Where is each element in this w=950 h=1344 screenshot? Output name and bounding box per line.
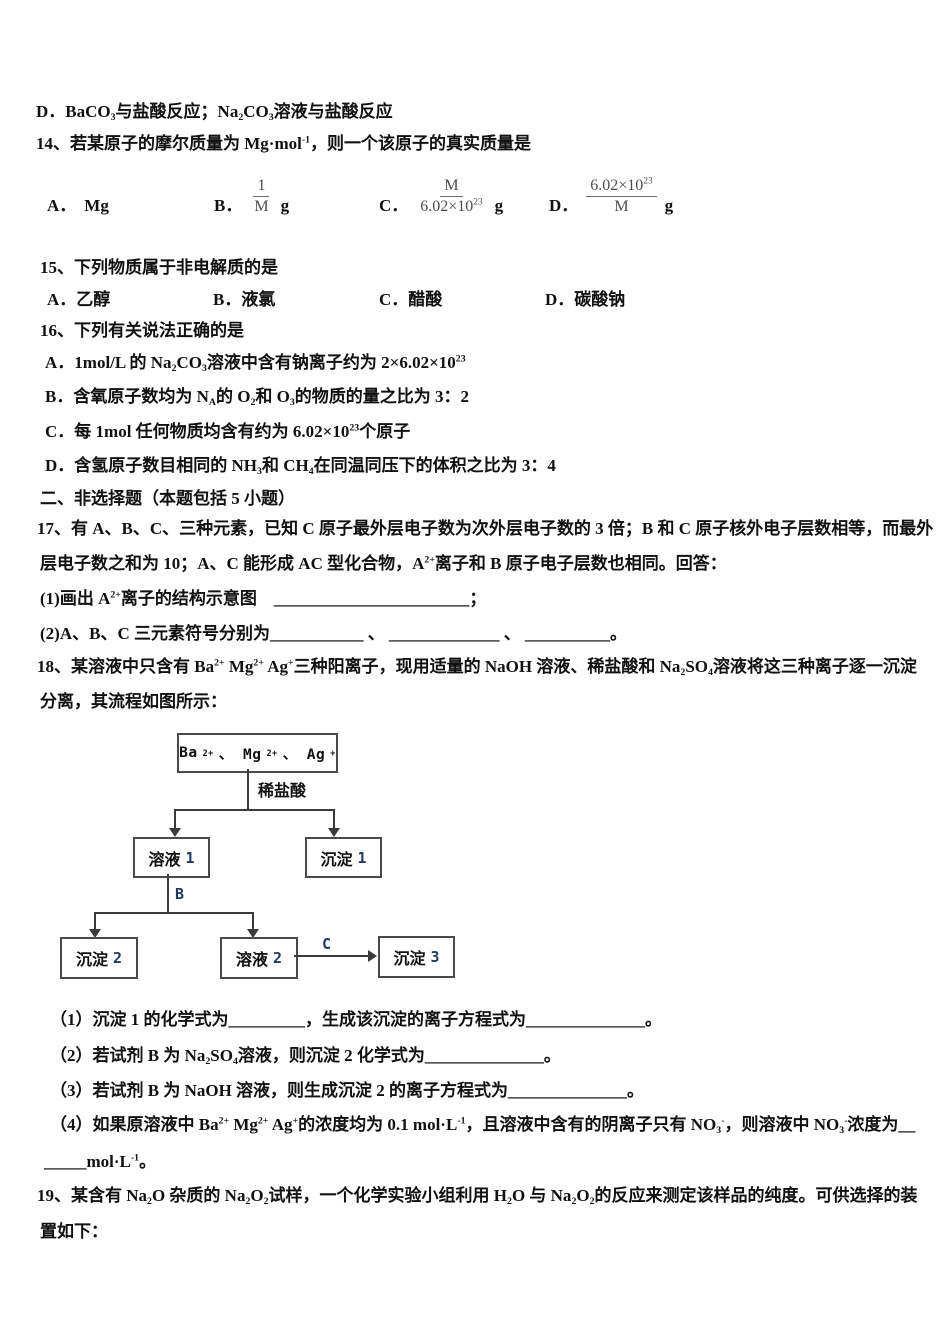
q14-option-c: C． M 6.02×1023 g xyxy=(379,177,503,216)
flow-line xyxy=(175,809,335,811)
q14-option-a: A． Mg xyxy=(47,191,109,216)
q13-option-d-line: D．BaCO3与盐酸反应；Na2CO3溶液与盐酸反应 xyxy=(36,102,393,123)
flow-box-text: 溶液 xyxy=(235,952,268,969)
fraction-denominator: 6.02×1023 xyxy=(420,197,483,216)
flow-line xyxy=(247,769,249,810)
q18-sub-4-continuation: _____mol·L-1。 xyxy=(44,1152,157,1171)
q16-option-b: B．含氧原子数均为 NA的 O2和 O3的物质的量之比为 3：2 xyxy=(45,387,470,408)
arrow-down-icon xyxy=(89,929,101,938)
flow-line xyxy=(294,955,370,957)
q18-sub-2: （2）若试剂 B 为 Na2SO4溶液，则沉淀 2 化学式为__________… xyxy=(50,1046,561,1067)
option-label: A． xyxy=(47,196,77,215)
option-text: Mg xyxy=(84,196,109,215)
fraction-denominator: M xyxy=(254,198,269,216)
q17-sub-1: (1)画出 A2+离子的结构示意图 ______________________… xyxy=(40,589,487,608)
flow-box-text: 沉淀 xyxy=(393,951,426,968)
section-2-heading: 二、非选择题（本题包括 5 小题） xyxy=(40,489,295,508)
arrow-right-icon xyxy=(368,950,377,962)
flow-box-text: 沉淀 xyxy=(320,851,353,869)
q16-option-a: A．1mol/L 的 Na2CO3溶液中含有钠离子约为 2×6.02×1023 xyxy=(45,353,466,374)
q14-options-row: A． Mg B． 1 M g C． M 6.02×1023 g D． 6.02×1… xyxy=(0,168,950,218)
reagent-label-c: C xyxy=(322,935,332,953)
fraction-denominator: M xyxy=(614,198,629,216)
q14-option-d: D． 6.02×1023 M g xyxy=(549,177,673,216)
flow-line xyxy=(252,912,254,930)
option-label: C． xyxy=(379,196,409,215)
option-unit: g xyxy=(664,196,674,215)
q18-sub-3: （3）若试剂 B 为 NaOH 溶液，则生成沉淀 2 的离子方程式为______… xyxy=(50,1081,645,1100)
option-unit: g xyxy=(280,196,290,215)
q18-line-1: 18、某溶液中只含有 Ba2+ Mg2+ Ag+三种阳离子，现用适量的 NaOH… xyxy=(37,657,917,678)
flow-box-text: 溶液 xyxy=(148,851,181,869)
q15-option-a: A．乙醇 xyxy=(47,290,111,309)
q14-stem: 14、若某原子的摩尔质量为 Mg·mol-1，则一个该原子的真实质量是 xyxy=(36,134,532,153)
q17-line-1: 17、有 A、B、C、三种元素，已知 C 原子最外层电子数为次外层电子数的 3 … xyxy=(37,519,934,538)
reagent-label-b: B xyxy=(175,885,185,903)
option-label: D． xyxy=(549,196,579,215)
q15-option-c: C．醋酸 xyxy=(379,290,443,309)
q15-option-d: D．碳酸钠 xyxy=(545,290,626,309)
flow-line xyxy=(94,912,96,930)
arrow-down-icon xyxy=(247,929,259,938)
flow-box-text: 沉淀 xyxy=(75,952,108,969)
flow-box-number: 1 xyxy=(185,848,195,867)
flow-line xyxy=(333,809,335,829)
q16-option-d: D．含氢原子数目相同的 NH3和 CH4在同温同压下的体积之比为 3：4 xyxy=(45,456,556,477)
flow-box-number: 3 xyxy=(430,948,440,966)
q18-line-2: 分离，其流程如图所示： xyxy=(40,692,227,711)
q18-sub-4: （4）如果原溶液中 Ba2+ Mg2+ Ag+的浓度均为 0.1 mol·L-1… xyxy=(50,1115,916,1136)
q19-line-2: 置如下： xyxy=(40,1222,108,1241)
flow-box-number: 1 xyxy=(357,848,367,867)
fraction-formula: 1 M xyxy=(250,177,272,216)
q15-option-b: B．液氯 xyxy=(213,290,276,309)
q15-stem: 15、下列物质属于非电解质的是 xyxy=(40,258,278,277)
q16-option-c: C．每 1mol 任何物质均含有约为 6.02×1023个原子 xyxy=(45,422,411,441)
flow-line xyxy=(94,912,254,914)
fraction-numerator: 6.02×1023 xyxy=(586,177,657,198)
fraction-formula: M 6.02×1023 xyxy=(416,177,486,216)
arrow-down-icon xyxy=(328,828,340,837)
arrow-down-icon xyxy=(169,828,181,837)
fraction-numerator: M xyxy=(440,177,463,198)
q14-option-b: B． 1 M g xyxy=(214,177,289,216)
option-label: B． xyxy=(214,196,243,215)
flow-line xyxy=(167,874,169,913)
q17-sub-2: (2)A、B、C 三元素符号分别为___________ 、 _________… xyxy=(40,624,627,643)
q18-sub-1: （1）沉淀 1 的化学式为_________，生成该沉淀的离子方程式为_____… xyxy=(50,1010,662,1029)
fraction-formula: 6.02×1023 M xyxy=(586,177,657,216)
q19-line-1: 19、某含有 Na2O 杂质的 Na2O2试样，一个化学实验小组利用 H2O 与… xyxy=(37,1186,918,1207)
fraction-numerator: 1 xyxy=(253,177,270,198)
option-unit: g xyxy=(494,196,504,215)
q16-stem: 16、下列有关说法正确的是 xyxy=(40,321,244,340)
flow-line xyxy=(174,809,176,829)
flow-box-number: 2 xyxy=(112,949,123,967)
q17-line-2: 层电子数之和为 10；A、C 能形成 AC 型化合物，A2+离子和 B 原子电子… xyxy=(40,554,727,573)
reagent-label-dilute-hcl: 稀盐酸 xyxy=(258,783,307,800)
flow-box-number: 2 xyxy=(272,949,283,967)
